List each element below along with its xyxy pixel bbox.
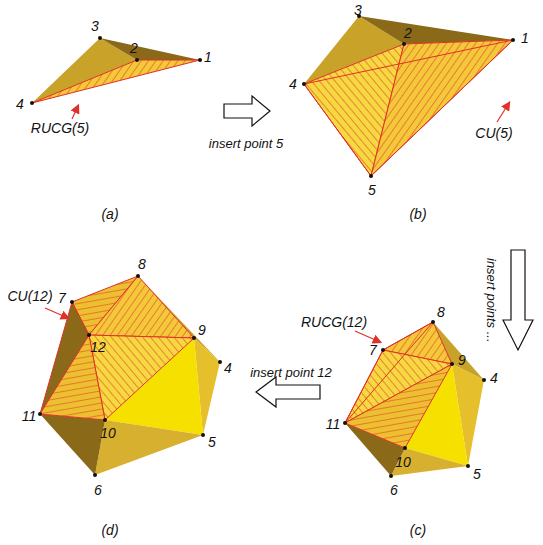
vertex-number: 6: [94, 483, 102, 497]
vertex-number: 4: [224, 361, 232, 375]
callout-label: CU(5): [475, 126, 512, 140]
panel-label: (b): [409, 207, 426, 221]
vertex-number: 11: [22, 409, 37, 423]
vertex-number: 5: [368, 183, 376, 197]
vertex-number: 7: [58, 291, 66, 305]
vertex-number: 11: [326, 417, 341, 431]
callout-label: CU(12): [7, 289, 52, 303]
step-label: insert point 12: [250, 366, 332, 379]
step-label: insert points ...: [485, 258, 498, 343]
vertex-number: 1: [521, 31, 529, 45]
vertex-number: 8: [138, 257, 146, 271]
vertex-number: 7: [369, 343, 377, 357]
callout-label: RUCG(5): [31, 121, 89, 135]
vertex-number: 1: [204, 50, 212, 64]
panel-label: (d): [101, 523, 118, 537]
vertex-number: 10: [395, 455, 411, 469]
vertex-number: 10: [100, 426, 116, 440]
vertex-number: 9: [458, 353, 466, 367]
vertex-number: 2: [404, 26, 412, 40]
panel-label: (a): [101, 207, 118, 221]
vertex-number: 5: [208, 435, 216, 449]
vertex-number: 3: [91, 19, 99, 33]
vertex-number: 6: [390, 483, 398, 497]
panel-label: (c): [410, 523, 426, 537]
vertex-number: 4: [16, 97, 24, 111]
vertex-number: 12: [90, 340, 106, 354]
vertex-number: 5: [473, 467, 481, 481]
step-label: insert point 5: [209, 137, 283, 150]
vertex-number: 9: [198, 323, 206, 337]
callout-label: RUCG(12): [301, 315, 367, 329]
vertex-number: 8: [437, 305, 445, 319]
vertex-number: 4: [289, 77, 297, 91]
vertex-number: 2: [130, 41, 138, 55]
vertex-number: 3: [354, 3, 362, 17]
vertex-number: 4: [490, 371, 498, 385]
